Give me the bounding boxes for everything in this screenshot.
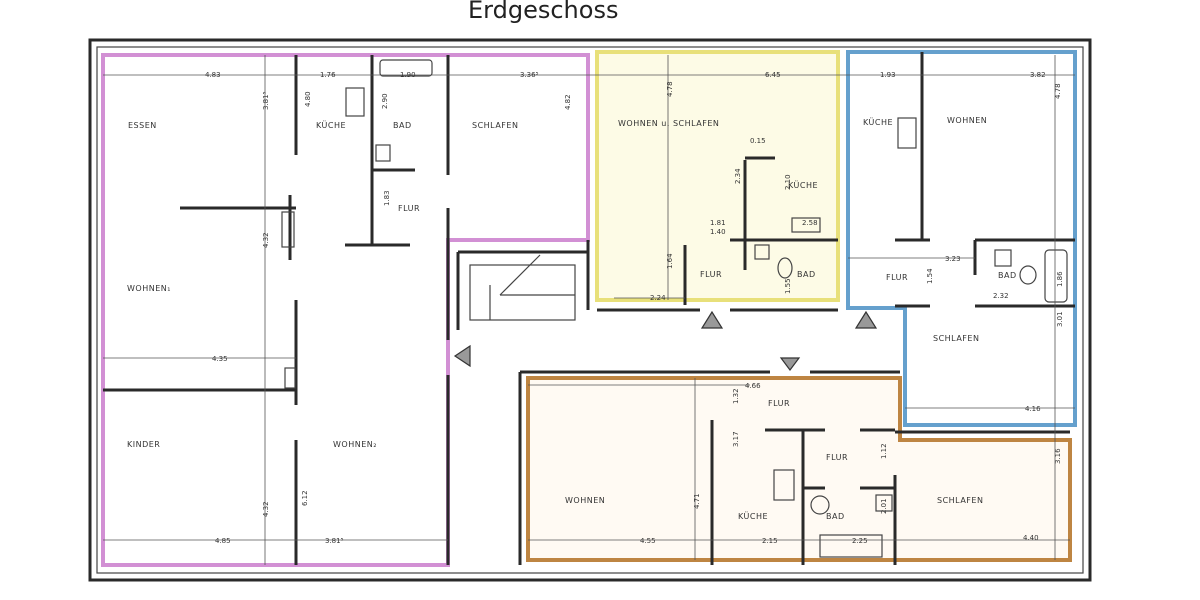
- unit-top-middle-outline: [595, 50, 840, 302]
- dim-label: 1.93: [880, 71, 896, 79]
- unit-top-right-outline: [846, 50, 1077, 427]
- dim-label: 3.16: [1054, 448, 1062, 464]
- room-kueche-right: KÜCHE: [863, 117, 893, 127]
- dim-label: 2.32: [993, 292, 1009, 300]
- room-bad-left: BAD: [393, 121, 412, 130]
- dim-label: 1.64: [666, 253, 674, 269]
- room-schlafen-right: SCHLAFEN: [933, 334, 979, 343]
- room-bad-mid: BAD: [797, 270, 816, 279]
- room-bad-bottom: BAD: [826, 512, 845, 521]
- dim-label: 2.25: [852, 537, 868, 545]
- sanitary-fixtures: [281, 59, 1068, 558]
- dim-label: 1.40: [710, 228, 726, 236]
- dim-label: 4.78: [666, 81, 674, 97]
- dim-label: 1.90: [400, 71, 416, 79]
- dim-label: 4.78: [1054, 83, 1062, 99]
- outer-walls: [88, 38, 1092, 582]
- entrance-arrow-icon: [453, 310, 878, 371]
- dim-label: 4.32: [262, 501, 270, 517]
- dim-label: 4.35: [212, 355, 228, 363]
- unit-bottom-outline: [526, 376, 1072, 562]
- room-wohnen2: WOHNEN₂: [333, 440, 377, 449]
- room-flur-mid: FLUR: [700, 270, 722, 279]
- room-flur-right: FLUR: [886, 273, 908, 282]
- room-flur-left: FLUR: [398, 204, 420, 213]
- dim-label: 3.01: [1056, 311, 1064, 327]
- dimension-lines: [103, 55, 1075, 565]
- room-flur-bottom-2: FLUR: [826, 453, 848, 462]
- dim-label: 2.15: [762, 537, 778, 545]
- dim-label: 3.23: [945, 255, 961, 263]
- room-essen: ESSEN: [128, 121, 157, 130]
- dim-label: 1.76: [320, 71, 336, 79]
- dim-label: 1.81: [710, 219, 726, 227]
- dim-label: 4.85: [215, 537, 231, 545]
- dim-label: 2.10: [784, 174, 792, 190]
- dim-label: 3.17: [732, 431, 740, 447]
- dim-label: 6.45: [765, 71, 781, 79]
- dim-label: 4.16: [1025, 405, 1041, 413]
- room-kueche-bottom: KÜCHE: [738, 511, 768, 521]
- dimension-labels: 4.83 1.76 1.90 3.36⁵ 3.81⁵ 4.80 2.90 4.8…: [205, 71, 1064, 545]
- dim-label: 4.55: [640, 537, 656, 545]
- dim-label: 1.83: [383, 190, 391, 206]
- staircase: [469, 254, 576, 321]
- dim-label: 1.54: [926, 268, 934, 284]
- room-wohnen-right: WOHNEN: [947, 116, 987, 125]
- room-bad-right: BAD: [998, 271, 1017, 280]
- dim-label: 2.01: [880, 498, 888, 514]
- dim-label: 2.58: [802, 219, 818, 227]
- dim-label: 3.82: [1030, 71, 1046, 79]
- room-schlafen-bottom: SCHLAFEN: [937, 496, 983, 505]
- dim-label: 1.55: [784, 278, 792, 294]
- room-labels: ESSEN KÜCHE BAD SCHLAFEN FLUR WOHNEN₁ KI…: [127, 116, 1017, 521]
- dim-label: 4.80: [304, 91, 312, 107]
- dim-label: 3.36⁵: [520, 71, 539, 79]
- dim-label: 0.15: [750, 137, 766, 145]
- room-kueche-mid: KÜCHE: [788, 180, 818, 190]
- dim-label: 4.66: [745, 382, 761, 390]
- room-wohnen-schlafen: WOHNEN u. SCHLAFEN: [618, 119, 719, 128]
- dim-label: 4.40: [1023, 534, 1039, 542]
- dim-label: 3.81⁵: [325, 537, 344, 545]
- dim-label: 4.82: [564, 94, 572, 110]
- plan-title: Erdgeschoss: [468, 0, 618, 24]
- dim-label: 1.32: [732, 388, 740, 404]
- dim-label: 4.71: [693, 493, 701, 509]
- room-kinder: KINDER: [127, 440, 160, 449]
- dim-label: 4.83: [205, 71, 221, 79]
- dim-label: 4.32: [262, 232, 270, 248]
- dim-label: 2.90: [381, 93, 389, 109]
- dim-label: 3.81⁵: [262, 91, 270, 110]
- interior-walls: [103, 52, 1075, 565]
- dim-label: 1.86: [1056, 271, 1064, 287]
- room-wohnen-bottom: WOHNEN: [565, 496, 605, 505]
- unit-left-outline: [101, 53, 590, 567]
- room-kueche-left: KÜCHE: [316, 120, 346, 130]
- dim-label: 6.12: [301, 490, 309, 506]
- dim-label: 2.24: [650, 294, 666, 302]
- dim-label: 2.34: [734, 168, 742, 184]
- room-wohnen1: WOHNEN₁: [127, 284, 171, 293]
- room-schlafen-left: SCHLAFEN: [472, 121, 518, 130]
- dim-label: 1.12: [880, 443, 888, 459]
- room-flur-bottom-1: FLUR: [768, 399, 790, 408]
